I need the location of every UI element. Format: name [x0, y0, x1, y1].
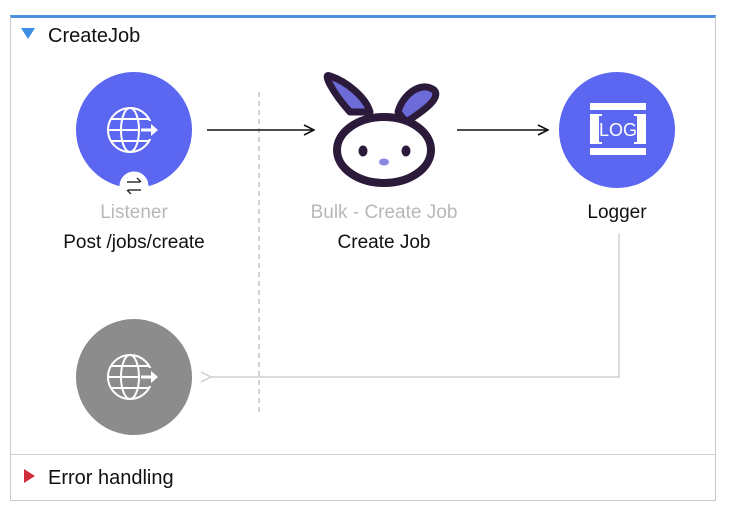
connector-logger-to-response: [210, 233, 620, 377]
bulk-name-label: Create Job: [337, 232, 431, 253]
logger-node[interactable]: LOG: [559, 72, 675, 188]
globe-arrow-icon: [107, 107, 162, 153]
rabbit-icon: [323, 72, 440, 187]
bulk-type-label: Bulk - Create Job: [310, 202, 458, 223]
log-icon: LOG: [590, 103, 646, 155]
flow-title: CreateJob: [48, 25, 141, 47]
flow-panel: CreateJob Error handling: [10, 15, 716, 501]
response-node[interactable]: [76, 319, 192, 435]
listener-node[interactable]: [76, 72, 192, 201]
log-icon-text: LOG: [599, 120, 637, 140]
expand-triangle-icon[interactable]: [21, 28, 35, 39]
listener-name-label: Post /jobs/create: [63, 232, 205, 253]
flow-header[interactable]: CreateJob: [11, 18, 715, 54]
sync-badge-icon: [119, 171, 149, 201]
bulk-create-job-node[interactable]: [323, 72, 440, 187]
listener-type-label: Listener: [100, 202, 168, 223]
error-handling-label: Error handling: [48, 467, 174, 489]
error-handling-section[interactable]: Error handling: [11, 454, 715, 502]
collapse-triangle-icon[interactable]: [24, 469, 35, 483]
logger-name-label: Logger: [587, 202, 647, 223]
globe-arrow-icon: [107, 354, 162, 400]
